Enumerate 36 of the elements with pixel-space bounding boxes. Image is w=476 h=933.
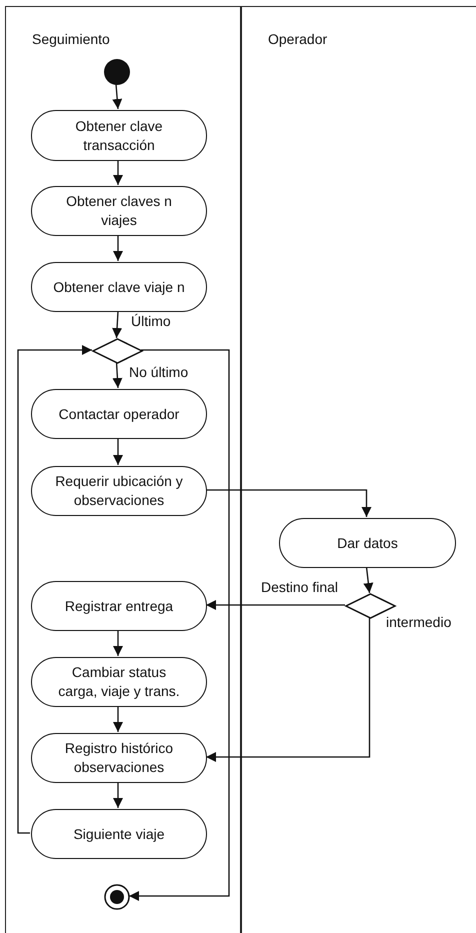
action-box: Obtener claves n viajes bbox=[31, 186, 207, 236]
arrow bbox=[206, 600, 345, 610]
lane-title: Operador bbox=[268, 31, 328, 47]
action-box: Requerir ubicación y observaciones bbox=[31, 466, 207, 516]
action-box: Registrar entrega bbox=[31, 581, 207, 631]
action-box: Obtener clave transacción bbox=[31, 110, 207, 161]
edge-label: No último bbox=[127, 364, 190, 380]
action-box: Registro histórico observaciones bbox=[31, 733, 207, 783]
action-box: Dar datos bbox=[279, 518, 456, 568]
arrow bbox=[113, 782, 123, 808]
arrow bbox=[113, 235, 123, 261]
arrow bbox=[112, 310, 122, 338]
arrow bbox=[206, 489, 372, 517]
action-box: Siguiente viaje bbox=[31, 809, 207, 859]
decision-diamond bbox=[93, 339, 142, 363]
action-box: Contactar operador bbox=[31, 389, 207, 439]
arrow bbox=[363, 566, 374, 594]
edge-label: intermedio bbox=[384, 614, 454, 630]
arrow bbox=[112, 362, 122, 388]
arrow bbox=[113, 438, 123, 465]
arrow bbox=[113, 630, 123, 656]
arrow bbox=[17, 345, 92, 834]
edge-label: Último bbox=[129, 313, 173, 329]
action-box: Cambiar status carga, viaje y trans. bbox=[31, 657, 207, 707]
arrow bbox=[113, 706, 123, 732]
action-box: Obtener clave viaje n bbox=[31, 262, 207, 312]
arrow bbox=[129, 349, 230, 901]
swimlane bbox=[5, 6, 241, 933]
edge-label: Destino final bbox=[259, 579, 340, 595]
lane-title: Seguimiento bbox=[32, 31, 110, 47]
decision-diamond bbox=[346, 594, 395, 618]
final-node bbox=[104, 884, 130, 910]
arrow bbox=[206, 617, 370, 762]
arrow bbox=[113, 160, 123, 185]
initial-node bbox=[104, 59, 130, 85]
arrow bbox=[112, 84, 122, 110]
